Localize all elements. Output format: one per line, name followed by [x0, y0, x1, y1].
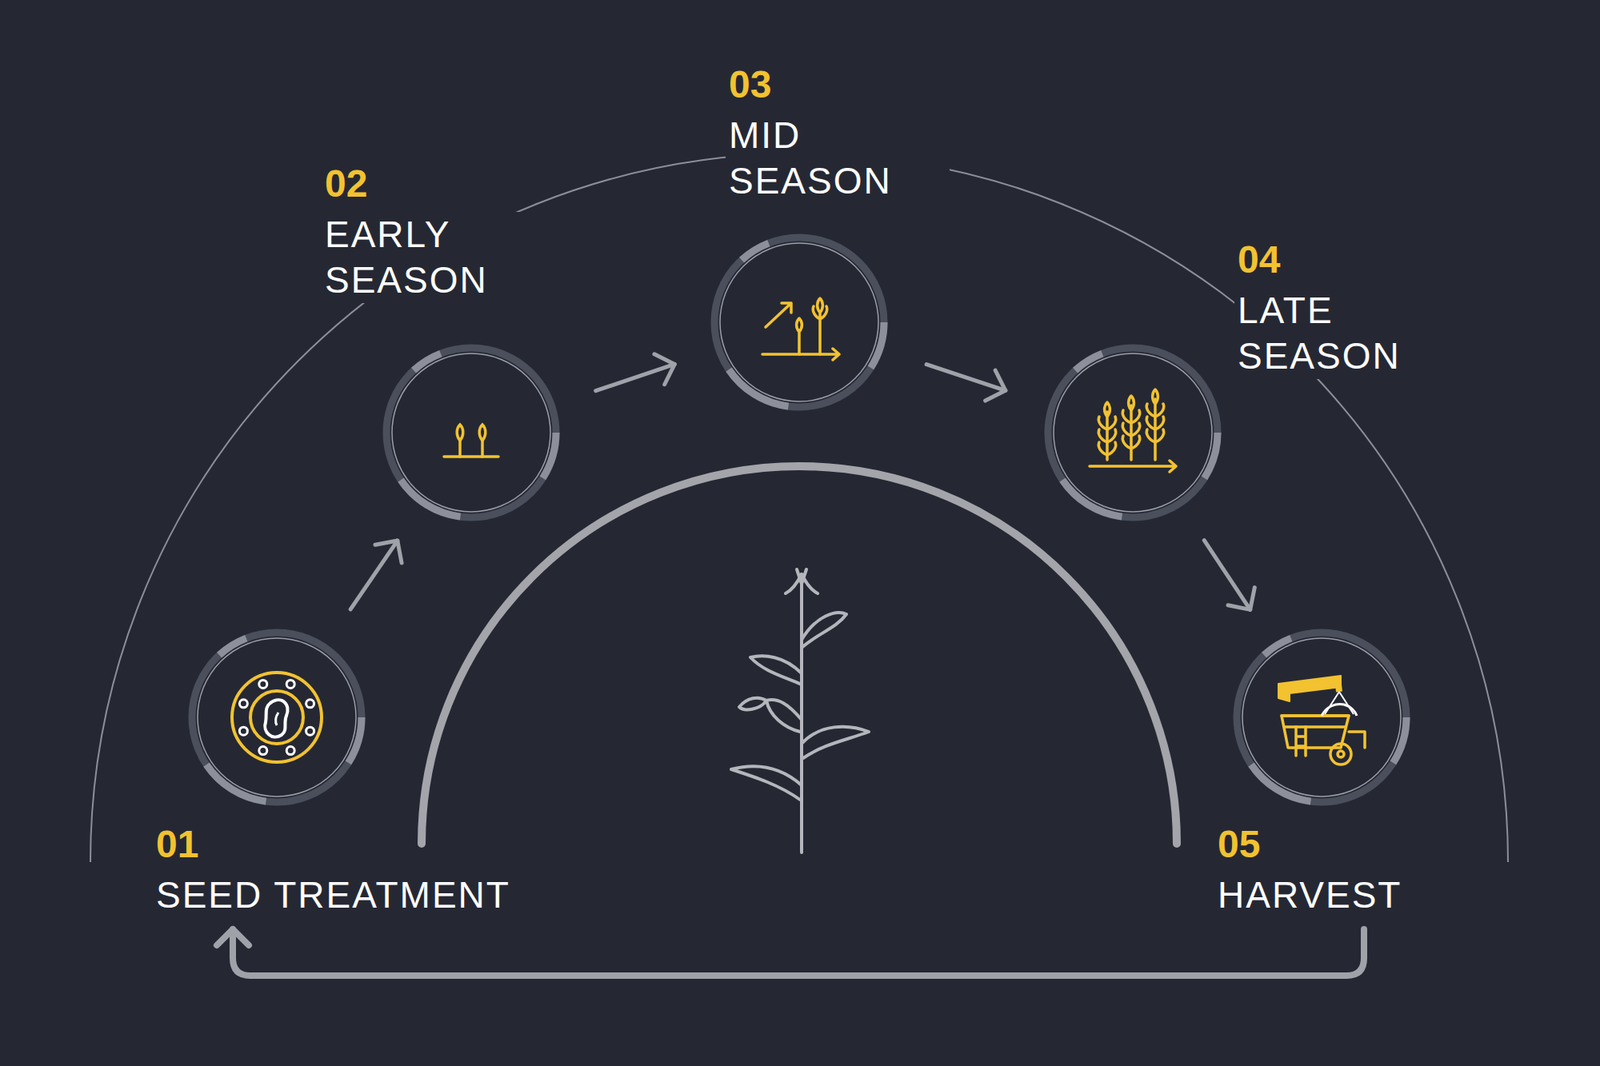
connector-line	[232, 929, 1364, 976]
stage-heading: 05HARVEST	[1214, 816, 1405, 919]
flow-arrow	[350, 540, 402, 610]
stage-heading: 03MID SEASON	[725, 56, 950, 204]
stage-name: HARVEST	[1214, 872, 1405, 919]
stage-number: 05	[1214, 816, 1264, 873]
arrowhead	[1228, 588, 1255, 611]
stage-circle	[1232, 628, 1412, 808]
stage-name: MID SEASON	[725, 112, 950, 204]
stage-circle	[187, 628, 367, 808]
connector-line	[926, 364, 1006, 392]
stage-number: 02	[321, 156, 371, 212]
flow-arrow	[596, 354, 676, 392]
stage-node: 05HARVEST	[1232, 628, 1412, 808]
inner-arc	[421, 466, 1177, 844]
stage-icon	[444, 424, 499, 457]
stage-name: LATE SEASON	[1234, 288, 1459, 380]
stage-heading: 01SEED TREATMENT	[152, 816, 514, 919]
arrowhead	[216, 929, 249, 946]
stage-circle	[1043, 343, 1223, 523]
stage-heading: 02EARLY SEASON	[321, 156, 546, 304]
stage-circle	[709, 232, 889, 412]
stage-name: EARLY SEASON	[321, 212, 546, 304]
arrowhead	[375, 540, 402, 564]
stage-circle	[381, 343, 561, 523]
arrowhead	[985, 370, 1006, 401]
outer-arc	[90, 153, 1508, 863]
stage-node: 03MID SEASON	[709, 232, 889, 412]
stage-icon	[1278, 676, 1365, 765]
stage-node: 04LATE SEASON	[1043, 343, 1223, 523]
stage-node: 01SEED TREATMENT	[187, 628, 367, 808]
stage-number: 03	[725, 56, 775, 113]
connector-line	[1204, 540, 1250, 611]
flow-arrow	[926, 364, 1006, 401]
stage-icon	[1089, 389, 1176, 472]
flow-arrow	[216, 929, 1364, 976]
stage-number: 01	[152, 816, 202, 873]
connector-line	[596, 364, 676, 391]
flow-arrow	[1204, 540, 1255, 611]
stage-number: 04	[1234, 232, 1284, 288]
stage-node: 02EARLY SEASON	[381, 343, 561, 523]
connector-line	[350, 540, 398, 610]
stage-icon	[762, 298, 840, 360]
plant-illustration	[731, 569, 869, 853]
arrowhead	[654, 354, 675, 385]
stage-name: SEED TREATMENT	[152, 872, 514, 919]
stage-icon	[232, 672, 322, 763]
stage-heading: 04LATE SEASON	[1234, 232, 1459, 380]
